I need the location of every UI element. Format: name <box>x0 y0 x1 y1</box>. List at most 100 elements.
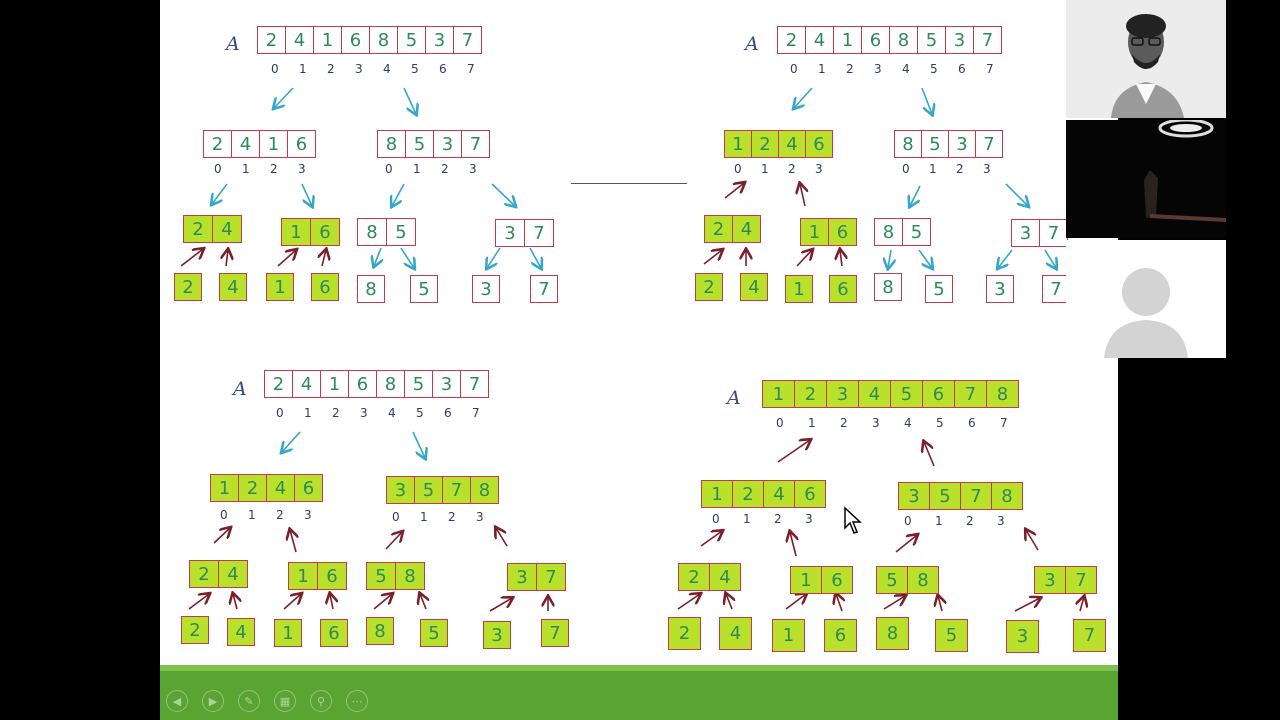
prev-slide-button[interactable]: ◀ <box>166 690 188 712</box>
index-label: 1 <box>929 162 937 176</box>
half-array-cell: 2 <box>751 130 779 158</box>
next-slide-button[interactable]: ▶ <box>202 690 224 712</box>
more-options-button[interactable]: ⋯ <box>346 690 368 712</box>
half-array-cell: 8 <box>991 482 1023 510</box>
pair-array-cell: 4 <box>218 560 248 588</box>
index-label: 0 <box>385 162 393 176</box>
merge-arrow <box>800 184 805 207</box>
half-array-cell: 2 <box>238 474 267 502</box>
top-array-cell: 6 <box>922 380 955 408</box>
split-arrow <box>918 249 932 268</box>
merge-arrow <box>277 250 296 267</box>
merge-arrow <box>785 594 806 610</box>
index-label: 0 <box>712 512 720 526</box>
pair-array-cell: 3 <box>1034 566 1066 594</box>
participant-video-tile-1[interactable] <box>1066 0 1226 118</box>
pair-array-cell: 8 <box>357 218 387 246</box>
presentation-toolbar <box>160 665 1118 720</box>
array-label: A <box>745 33 759 55</box>
index-label: 4 <box>904 416 912 430</box>
merge-arrow <box>703 250 722 265</box>
half-array-cell: 4 <box>231 130 260 158</box>
participant-video-tile-3[interactable] <box>1066 240 1226 358</box>
single-element: 2 <box>174 273 202 301</box>
pair-array-cell: 8 <box>907 566 939 594</box>
index-label: 2 <box>270 162 278 176</box>
user-placeholder-icon <box>1066 240 1226 358</box>
single-element: 4 <box>227 618 255 646</box>
merge-arrow <box>290 530 296 553</box>
index-label: 1 <box>242 162 250 176</box>
index-label: 1 <box>818 62 826 76</box>
split-arrow <box>412 431 425 458</box>
dark-room-video <box>1066 120 1226 238</box>
pair-array-cell: 8 <box>395 562 425 590</box>
split-arrow <box>910 185 921 206</box>
pair-array-cell: 3 <box>1011 219 1040 247</box>
merge-arrow <box>1080 597 1084 612</box>
index-label: 2 <box>276 508 284 522</box>
half-array-cell: 5 <box>929 482 961 510</box>
split-arrow <box>212 183 228 204</box>
split-arrow <box>1044 249 1056 268</box>
index-label: 2 <box>956 162 964 176</box>
split-arrow <box>794 87 813 108</box>
index-label: 5 <box>936 416 944 430</box>
merge-arrow <box>322 250 326 267</box>
top-array-cell: 4 <box>858 380 891 408</box>
merge-arrow <box>188 594 209 610</box>
single-element: 2 <box>668 617 701 650</box>
pen-tool-button[interactable]: ✎ <box>238 690 260 712</box>
index-label: 3 <box>304 508 312 522</box>
merge-arrow <box>724 183 744 199</box>
index-label: 7 <box>467 62 475 76</box>
pair-array-cell: 7 <box>1065 566 1097 594</box>
participant-avatar-photo <box>1066 0 1226 118</box>
split-arrow <box>1005 183 1028 206</box>
half-array-cell: 7 <box>960 482 992 510</box>
top-array-cell: 5 <box>404 370 433 398</box>
participant-video-tile-2[interactable] <box>1066 120 1226 238</box>
index-label: 3 <box>983 162 991 176</box>
index-label: 2 <box>327 62 335 76</box>
half-array-cell: 8 <box>470 476 499 504</box>
zoom-icon: ⚲ <box>316 694 326 708</box>
split-arrow <box>921 87 932 114</box>
top-array-cell: 2 <box>264 370 293 398</box>
single-element: 5 <box>935 619 968 652</box>
top-array-cell: 7 <box>453 26 482 54</box>
index-label: 1 <box>413 162 421 176</box>
split-arrow <box>998 249 1013 268</box>
half-array-cell: 7 <box>442 476 471 504</box>
top-array-cell: 2 <box>257 26 286 54</box>
half-array-cell: 3 <box>898 482 930 510</box>
merge-arrow <box>330 594 333 610</box>
index-label: 3 <box>476 510 484 524</box>
single-element: 7 <box>530 275 558 303</box>
pair-array-cell: 8 <box>874 218 903 246</box>
merge-arrow <box>796 250 812 267</box>
index-label: 2 <box>774 512 782 526</box>
zoom-button[interactable]: ⚲ <box>310 690 332 712</box>
half-array-cell: 7 <box>461 130 490 158</box>
top-array-cell: 1 <box>762 380 795 408</box>
index-label: 6 <box>439 62 447 76</box>
index-label: 2 <box>840 416 848 430</box>
half-array-cell: 1 <box>701 480 733 508</box>
single-element: 8 <box>874 273 902 301</box>
pair-array-cell: 5 <box>876 566 908 594</box>
top-array-cell: 8 <box>889 26 918 54</box>
merge-arrow <box>924 442 935 467</box>
index-label: 5 <box>416 406 424 420</box>
single-element: 1 <box>785 275 813 303</box>
array-label: A <box>233 378 247 400</box>
index-label: 1 <box>420 510 428 524</box>
split-arrow <box>487 247 501 268</box>
single-element: 2 <box>181 616 209 644</box>
single-element: 7 <box>541 619 569 647</box>
merge-arrow <box>233 594 237 610</box>
top-array-cell: 4 <box>292 370 321 398</box>
index-label: 2 <box>846 62 854 76</box>
slides-grid-button[interactable]: ▦ <box>274 690 296 712</box>
top-array-cell: 4 <box>285 26 314 54</box>
